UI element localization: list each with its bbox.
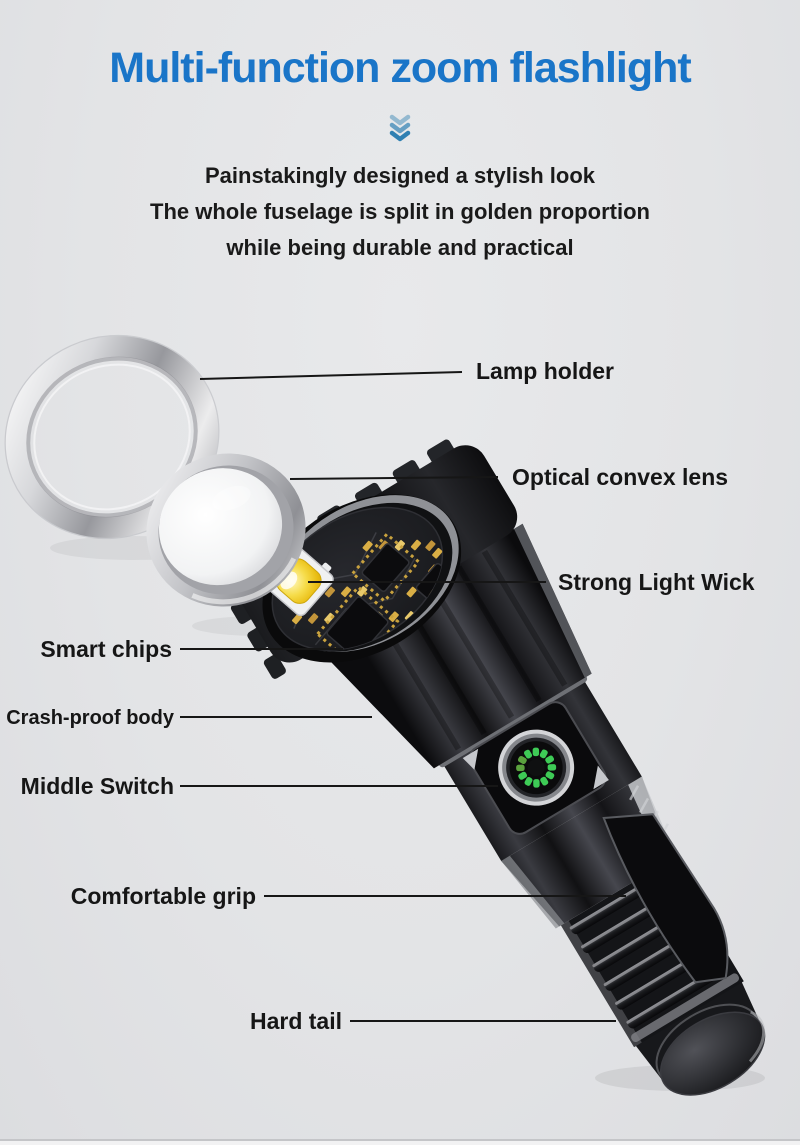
label-crash-proof-body: Crash-proof body <box>6 707 174 729</box>
flashlight-body <box>230 439 766 1096</box>
label-hard-tail: Hard tail <box>249 1008 342 1034</box>
switch-green-indicator-ring <box>516 747 557 788</box>
subtitle-line-2: The whole fuselage is split in golden pr… <box>150 199 650 224</box>
label-strong-light-wick: Strong Light Wick <box>558 569 755 595</box>
middle-switch-button <box>498 729 575 806</box>
bottom-divider-light <box>0 1141 800 1145</box>
label-lamp-holder: Lamp holder <box>476 358 615 384</box>
triple-chevron-down-icon <box>389 114 411 142</box>
label-smart-chips: Smart chips <box>40 636 172 662</box>
subtitle: Painstakingly designed a stylish look Th… <box>0 158 800 266</box>
side-panel <box>602 813 729 984</box>
head-barrel <box>316 523 592 769</box>
label-optical-convex-lens: Optical convex lens <box>512 464 729 490</box>
label-comfortable-grip: Comfortable grip <box>70 883 256 909</box>
tail-cap <box>634 980 766 1096</box>
page-title: Multi-function zoom flashlight <box>109 44 691 92</box>
callout-lines <box>180 371 626 1022</box>
smart-chips-pcb <box>263 506 457 671</box>
optical-convex-lens <box>146 453 306 607</box>
bottom-divider-line <box>0 1139 800 1141</box>
subtitle-line-3: while being durable and practical <box>226 235 574 260</box>
line-lamp-holder <box>199 371 463 380</box>
line-optical-lens <box>289 476 499 480</box>
label-middle-switch: Middle Switch <box>20 773 174 799</box>
switch-section <box>438 674 642 861</box>
subtitle-line-1: Painstakingly designed a stylish look <box>204 163 595 188</box>
